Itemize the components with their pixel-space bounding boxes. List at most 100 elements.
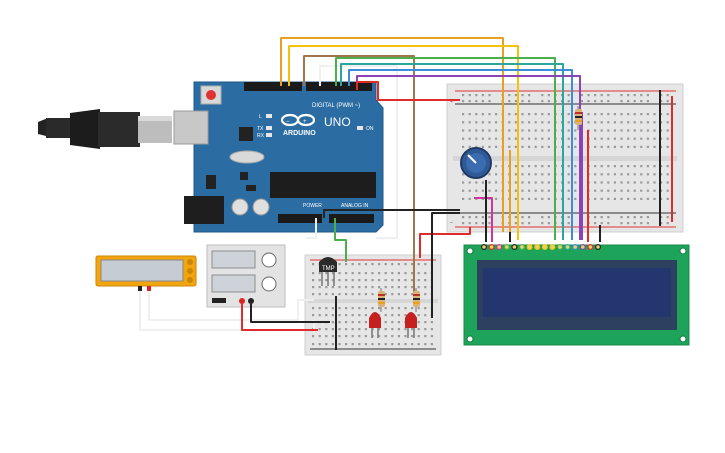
- breadboard-hole[interactable]: [640, 121, 643, 124]
- breadboard-hole[interactable]: [600, 165, 603, 168]
- breadboard-hole[interactable]: [325, 335, 328, 338]
- breadboard-hole[interactable]: [430, 328, 433, 331]
- breadboard-hole[interactable]: [646, 189, 649, 192]
- breadboard-hole[interactable]: [462, 216, 465, 219]
- breadboard-hole[interactable]: [528, 121, 531, 124]
- breadboard-hole[interactable]: [640, 189, 643, 192]
- breadboard-hole[interactable]: [325, 314, 328, 317]
- breadboard-hole[interactable]: [462, 129, 465, 132]
- breadboard-hole[interactable]: [574, 181, 577, 184]
- breadboard-hole[interactable]: [607, 121, 610, 124]
- breadboard-hole[interactable]: [378, 335, 381, 338]
- breadboard-hole[interactable]: [488, 129, 491, 132]
- breadboard-hole[interactable]: [331, 272, 334, 275]
- breadboard-hole[interactable]: [547, 222, 550, 225]
- breadboard-hole[interactable]: [488, 145, 491, 148]
- wire-green-analog[interactable]: [334, 218, 347, 262]
- breadboard-hole[interactable]: [508, 113, 511, 116]
- breadboard-hole[interactable]: [411, 272, 414, 275]
- breadboard-hole[interactable]: [411, 293, 414, 296]
- breadboard-hole[interactable]: [666, 197, 669, 200]
- breadboard-hole[interactable]: [600, 216, 603, 219]
- breadboard-hole[interactable]: [384, 286, 387, 289]
- breadboard-hole[interactable]: [397, 307, 400, 310]
- breadboard-hole[interactable]: [547, 94, 550, 97]
- breadboard-hole[interactable]: [633, 137, 636, 140]
- breadboard-hole[interactable]: [633, 173, 636, 176]
- breadboard-hole[interactable]: [397, 314, 400, 317]
- breadboard-hole[interactable]: [351, 286, 354, 289]
- breadboard-hole[interactable]: [514, 216, 517, 219]
- breadboard-hole[interactable]: [424, 335, 427, 338]
- breadboard-hole[interactable]: [594, 129, 597, 132]
- power-supply[interactable]: [206, 244, 286, 308]
- breadboard-hole[interactable]: [541, 216, 544, 219]
- breadboard-hole[interactable]: [417, 286, 420, 289]
- breadboard-hole[interactable]: [411, 307, 414, 310]
- breadboard-hole[interactable]: [378, 307, 381, 310]
- breadboard-hole[interactable]: [351, 335, 354, 338]
- breadboard-hole[interactable]: [600, 173, 603, 176]
- breadboard-hole[interactable]: [660, 94, 663, 97]
- breadboard-hole[interactable]: [646, 113, 649, 116]
- breadboard-hole[interactable]: [508, 129, 511, 132]
- wire-red-rail[interactable]: [356, 81, 460, 101]
- power-header[interactable]: [278, 214, 322, 223]
- breadboard-hole[interactable]: [351, 272, 354, 275]
- breadboard-hole[interactable]: [318, 272, 321, 275]
- breadboard-hole[interactable]: [640, 94, 643, 97]
- breadboard-hole[interactable]: [312, 263, 315, 266]
- temperature-sensor[interactable]: TMP: [319, 257, 337, 286]
- breadboard-hole[interactable]: [488, 181, 491, 184]
- breadboard-hole[interactable]: [521, 121, 524, 124]
- breadboard-hole[interactable]: [312, 286, 315, 289]
- breadboard-hole[interactable]: [495, 113, 498, 116]
- breadboard-hole[interactable]: [331, 286, 334, 289]
- lcd-pin[interactable]: [496, 244, 503, 251]
- breadboard-hole[interactable]: [318, 343, 321, 346]
- supply-wire-black[interactable]: [250, 304, 330, 323]
- breadboard-hole[interactable]: [514, 165, 517, 168]
- breadboard-hole[interactable]: [488, 173, 491, 176]
- breadboard-hole[interactable]: [541, 189, 544, 192]
- breadboard-hole[interactable]: [521, 173, 524, 176]
- breadboard-hole[interactable]: [547, 100, 550, 103]
- breadboard-hole[interactable]: [378, 279, 381, 282]
- breadboard-hole[interactable]: [411, 328, 414, 331]
- breadboard-hole[interactable]: [514, 145, 517, 148]
- breadboard-hole[interactable]: [620, 216, 623, 219]
- breadboard-hole[interactable]: [391, 279, 394, 282]
- breadboard-hole[interactable]: [521, 100, 524, 103]
- breadboard-hole[interactable]: [475, 145, 478, 148]
- wire-red-small[interactable]: [419, 227, 471, 258]
- breadboard-hole[interactable]: [424, 307, 427, 310]
- breadboard-hole[interactable]: [481, 222, 484, 225]
- breadboard-hole[interactable]: [594, 173, 597, 176]
- breadboard-hole[interactable]: [325, 293, 328, 296]
- breadboard-hole[interactable]: [607, 137, 610, 140]
- breadboard-hole[interactable]: [666, 121, 669, 124]
- breadboard-hole[interactable]: [391, 314, 394, 317]
- voltage-knob[interactable]: [261, 252, 277, 268]
- breadboard-hole[interactable]: [378, 272, 381, 275]
- breadboard-hole[interactable]: [653, 181, 656, 184]
- breadboard-hole[interactable]: [318, 307, 321, 310]
- breadboard-hole[interactable]: [417, 328, 420, 331]
- breadboard-hole[interactable]: [600, 121, 603, 124]
- breadboard-hole[interactable]: [627, 137, 630, 140]
- breadboard-hole[interactable]: [475, 100, 478, 103]
- wire-pink[interactable]: [474, 197, 493, 242]
- breadboard-hole[interactable]: [345, 286, 348, 289]
- breadboard-hole[interactable]: [640, 173, 643, 176]
- breadboard-hole[interactable]: [345, 307, 348, 310]
- breadboard-hole[interactable]: [640, 222, 643, 225]
- breadboard-hole[interactable]: [318, 279, 321, 282]
- breadboard-hole[interactable]: [600, 181, 603, 184]
- breadboard-hole[interactable]: [594, 100, 597, 103]
- probe-red[interactable]: [147, 286, 151, 291]
- breadboard-hole[interactable]: [391, 328, 394, 331]
- breadboard-hole[interactable]: [547, 216, 550, 219]
- breadboard-hole[interactable]: [345, 263, 348, 266]
- breadboard-hole[interactable]: [567, 145, 570, 148]
- breadboard-hole[interactable]: [475, 94, 478, 97]
